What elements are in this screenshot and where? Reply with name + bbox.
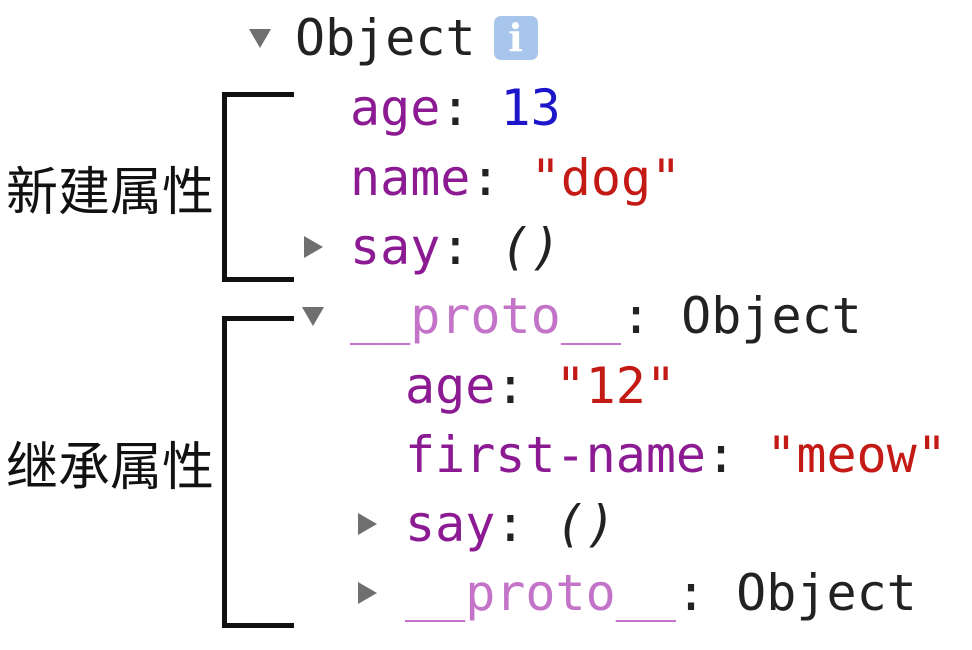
prop-value-name: "dog": [530, 149, 682, 207]
nested-proto-value: Object: [736, 564, 917, 622]
proto-expand-toggle[interactable]: [298, 286, 328, 346]
triangle-down-icon: [249, 28, 271, 48]
prop-key-name: name: [350, 149, 471, 207]
prop-value-say: (): [555, 495, 616, 553]
prop-value-first-name: "meow": [766, 426, 947, 484]
prop-key-age: age: [405, 357, 496, 415]
prop-separator: :: [470, 149, 531, 207]
triangle-right-icon: [357, 582, 377, 604]
prop-separator: :: [440, 218, 501, 276]
prop-row-age[interactable]: age: 13: [350, 78, 561, 138]
info-icon[interactable]: i: [493, 16, 538, 60]
object-root-label: Object: [295, 9, 476, 67]
proto-row[interactable]: __proto__: Object: [350, 286, 862, 346]
prop-value-say: (): [500, 218, 561, 276]
prop-key-age: age: [350, 79, 441, 137]
proto-prop-row-first-name[interactable]: first-name: "meow": [405, 425, 947, 485]
triangle-right-icon: [357, 513, 377, 535]
nested-proto-expand-toggle[interactable]: [352, 563, 382, 623]
prop-separator: :: [620, 287, 682, 345]
prop-separator: :: [495, 495, 556, 553]
prop-key-say: say: [405, 495, 496, 553]
prop-row-name[interactable]: name: "dog": [350, 148, 681, 208]
nested-proto-row[interactable]: __proto__: Object: [405, 563, 917, 623]
proto-prop-row-age[interactable]: age: "12": [405, 356, 676, 416]
proto-value: Object: [681, 287, 862, 345]
own-properties-label: 新建属性: [6, 163, 215, 223]
prop-value-age: "12": [555, 357, 676, 415]
triangle-down-icon: [302, 306, 324, 326]
prop-value-age: 13: [500, 79, 561, 137]
say-expand-toggle[interactable]: [298, 217, 328, 277]
object-expand-toggle[interactable]: [245, 8, 275, 68]
prop-separator: :: [675, 564, 737, 622]
triangle-right-icon: [303, 236, 323, 258]
object-root-row[interactable]: Object i: [295, 8, 538, 68]
prop-key-first-name: first-name: [405, 426, 707, 484]
prop-separator: :: [440, 79, 501, 137]
inherited-properties-bracket: [222, 316, 294, 628]
inherited-properties-label: 继承属性: [6, 438, 215, 498]
nested-proto-key: __proto__: [405, 564, 676, 622]
proto-prop-row-say[interactable]: say: (): [405, 494, 616, 554]
own-properties-bracket: [222, 92, 294, 282]
prop-separator: :: [495, 357, 556, 415]
prop-separator: :: [706, 426, 767, 484]
proto-say-expand-toggle[interactable]: [352, 494, 382, 554]
prop-row-say[interactable]: say: (): [350, 217, 561, 277]
prop-key-say: say: [350, 218, 441, 276]
proto-key: __proto__: [350, 287, 621, 345]
